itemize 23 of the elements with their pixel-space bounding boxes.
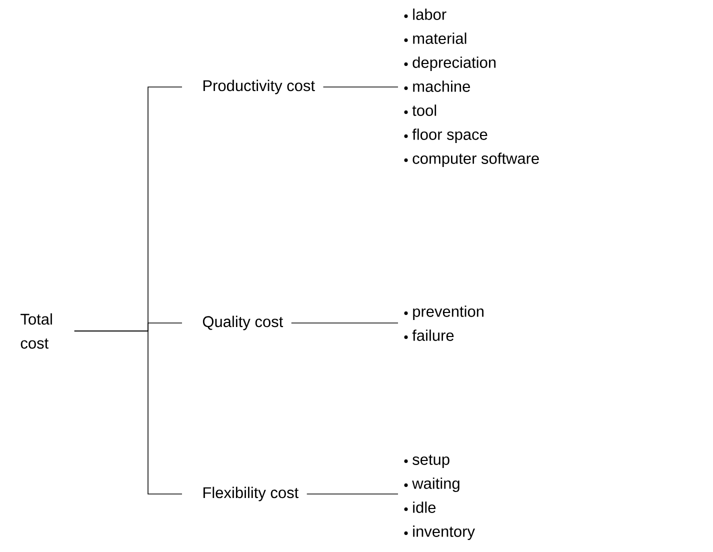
node-label: computer software	[412, 152, 539, 168]
node-label: failure	[412, 330, 454, 341]
node-label: machine	[413, 80, 470, 92]
connector-line	[322, 86, 398, 88]
category-label: Productivity cost	[203, 80, 315, 94]
node-label: floor space	[412, 128, 488, 144]
category-label: Quality cost	[202, 316, 284, 330]
category-label: Flexibility cost	[203, 486, 299, 502]
node-label: inventory	[413, 526, 475, 540]
node-label: setup	[412, 454, 450, 468]
node-label: prevention	[413, 306, 484, 320]
node-label: material	[413, 32, 466, 44]
bullet-list: setup waiting idle inventory	[404, 454, 475, 540]
connector-line	[74, 330, 182, 494]
bullet-list: labor material depreciation machine tool floor space computer software	[404, 8, 539, 168]
root-label: Total cost	[20, 313, 52, 349]
connector-line	[290, 322, 398, 324]
bullet-list: prevention failure	[404, 306, 484, 341]
node-label: waiting	[412, 478, 460, 492]
node-label: labor	[413, 8, 446, 20]
node-label: idle	[413, 502, 436, 513]
node-label: tool	[412, 104, 436, 116]
node-label: depreciation	[412, 56, 496, 72]
